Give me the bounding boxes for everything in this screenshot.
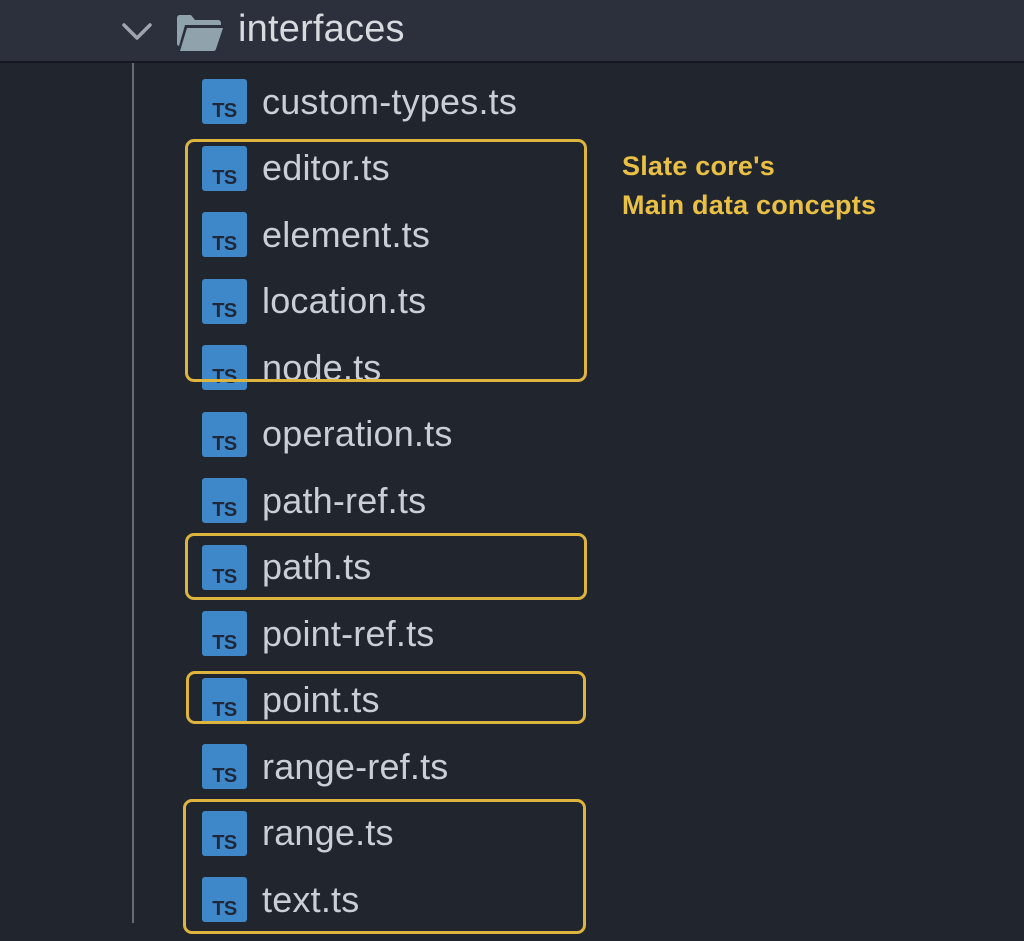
file-name: path.ts	[262, 546, 372, 587]
typescript-icon-label: TS	[212, 632, 237, 654]
typescript-file-icon: TS	[202, 145, 247, 191]
chevron-down-icon[interactable]	[119, 17, 155, 45]
typescript-file-icon: TS	[202, 212, 247, 257]
typescript-icon-label: TS	[212, 100, 237, 122]
typescript-file-icon: TS	[202, 544, 247, 590]
typescript-icon-label: TS	[212, 565, 237, 588]
file-row-element[interactable]: TS element.ts	[0, 201, 1024, 268]
file-name: operation.ts	[262, 413, 453, 454]
file-row-point-ref[interactable]: TS point-ref.ts	[0, 600, 1024, 667]
file-name: location.ts	[262, 280, 427, 321]
file-name: element.ts	[262, 213, 431, 255]
typescript-icon-label: TS	[212, 499, 237, 521]
typescript-file-icon: TS	[202, 411, 247, 457]
typescript-file-icon: TS	[202, 478, 247, 523]
typescript-icon-label: TS	[212, 166, 237, 189]
typescript-file-icon: TS	[202, 345, 247, 390]
folder-open-icon	[175, 12, 223, 52]
typescript-icon-label: TS	[212, 299, 237, 322]
file-name: point-ref.ts	[262, 612, 435, 654]
typescript-icon-label: TS	[212, 831, 237, 854]
typescript-icon-label: TS	[212, 765, 237, 787]
indent-guide-line	[132, 63, 134, 923]
annotation-line-1: Slate core's	[622, 151, 775, 181]
typescript-file-icon: TS	[202, 744, 247, 789]
typescript-file-icon: TS	[202, 677, 247, 723]
folder-name: interfaces	[238, 8, 405, 50]
typescript-file-icon: TS	[202, 278, 247, 324]
folder-row-interfaces[interactable]: interfaces	[0, 0, 1024, 63]
typescript-icon-label: TS	[212, 898, 237, 920]
file-row-node[interactable]: TS node.ts	[0, 334, 1024, 401]
file-row-operation[interactable]: TS operation.ts	[0, 401, 1024, 468]
file-name: range.ts	[262, 812, 394, 853]
file-name: path-ref.ts	[262, 479, 427, 521]
typescript-file-icon: TS	[202, 877, 247, 922]
typescript-icon-label: TS	[212, 366, 237, 388]
file-row-location[interactable]: TS location.ts	[0, 268, 1024, 335]
file-name: point.ts	[262, 679, 380, 720]
file-name: text.ts	[262, 878, 360, 920]
file-row-text[interactable]: TS text.ts	[0, 866, 1024, 933]
file-name: node.ts	[262, 346, 382, 388]
file-row-editor[interactable]: TS editor.ts	[0, 135, 1024, 202]
annotation-line-2: Main data concepts	[622, 190, 877, 220]
file-name: editor.ts	[262, 147, 390, 188]
file-row-range[interactable]: TS range.ts	[0, 800, 1024, 867]
typescript-file-icon: TS	[202, 611, 247, 656]
typescript-icon-label: TS	[212, 698, 237, 721]
typescript-icon-label: TS	[212, 233, 237, 255]
annotation-note: Slate core's Main data concepts	[622, 147, 876, 225]
file-row-custom-types[interactable]: TS custom-types.ts	[0, 68, 1024, 135]
typescript-icon-label: TS	[212, 432, 237, 455]
typescript-file-icon: TS	[202, 79, 247, 124]
typescript-file-icon: TS	[202, 810, 247, 856]
file-name: range-ref.ts	[262, 745, 449, 787]
file-name: custom-types.ts	[262, 80, 518, 122]
file-row-range-ref[interactable]: TS range-ref.ts	[0, 733, 1024, 800]
file-row-point[interactable]: TS point.ts	[0, 667, 1024, 734]
file-row-path[interactable]: TS path.ts	[0, 534, 1024, 601]
file-row-path-ref[interactable]: TS path-ref.ts	[0, 467, 1024, 534]
